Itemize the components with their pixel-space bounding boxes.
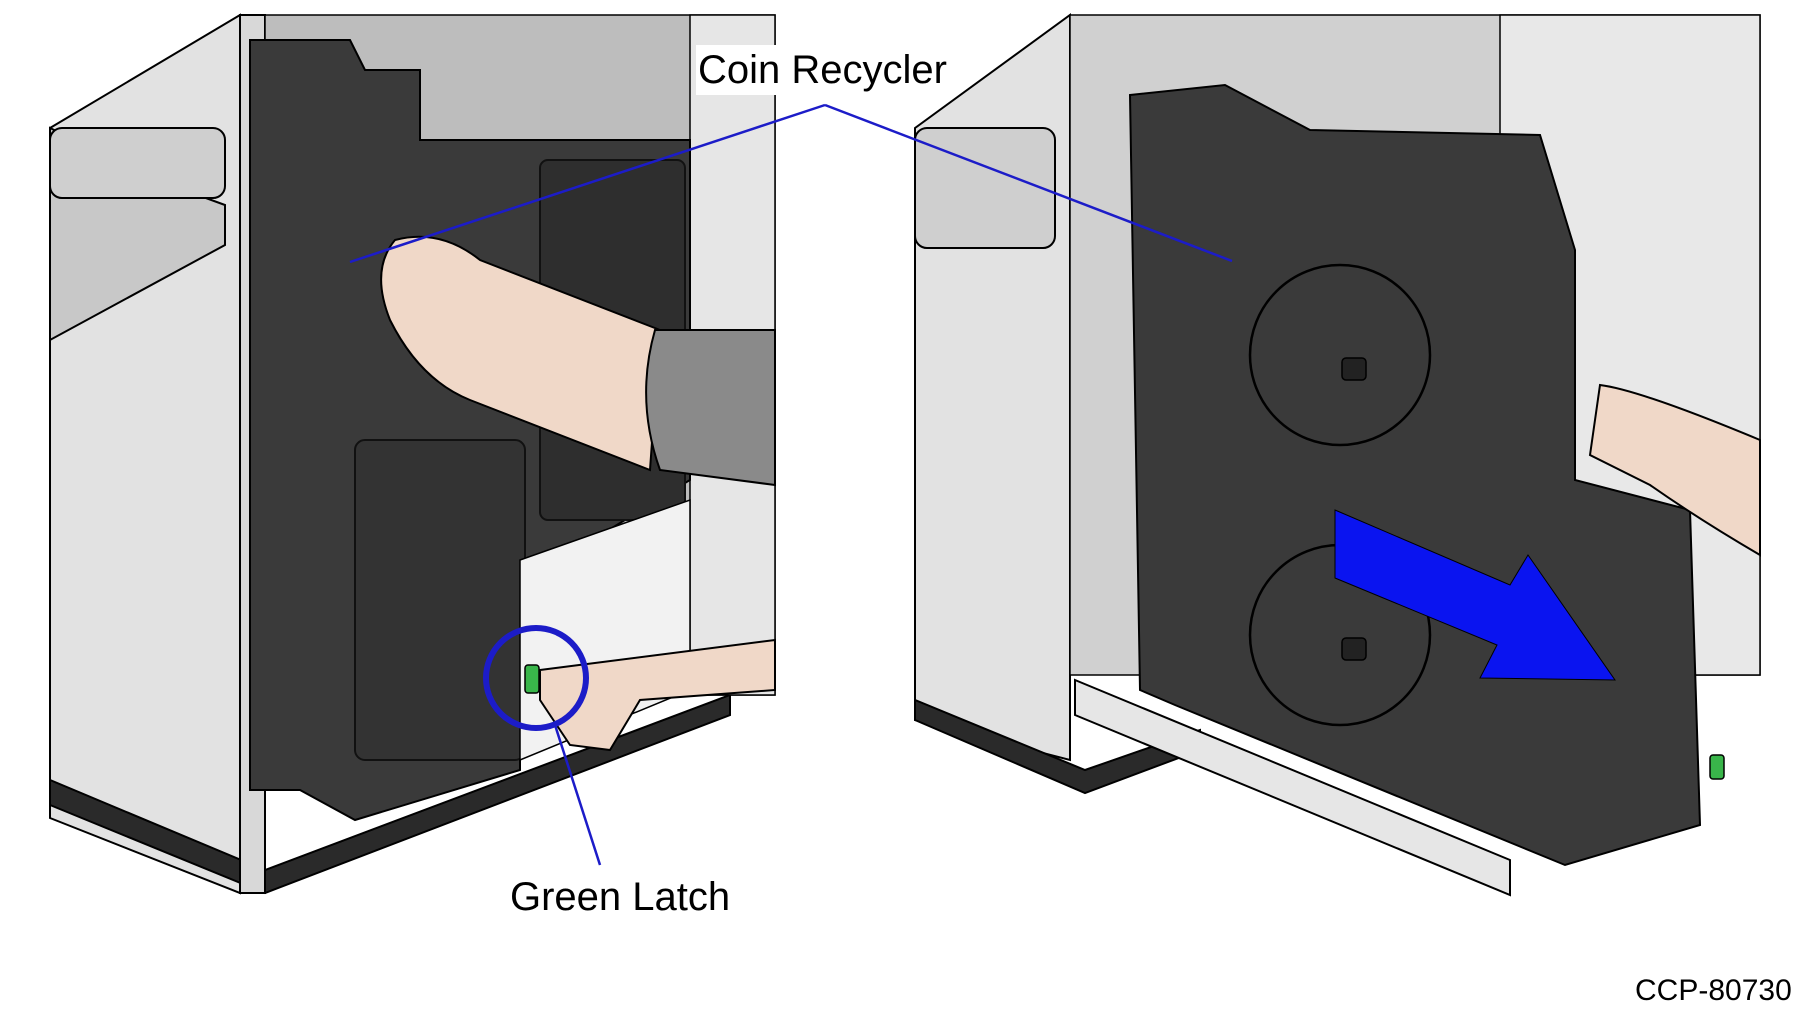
callout-line-coin-recycler-left xyxy=(349,103,826,264)
shelf-top-left xyxy=(49,127,226,199)
hand-right xyxy=(1588,383,1761,557)
callout-coin-recycler: Coin Recycler xyxy=(349,45,1233,264)
hand-lower-left xyxy=(539,638,776,752)
arm-upper-left xyxy=(380,235,662,472)
shelf-top-right xyxy=(914,127,1056,249)
callout-label-green-latch: Green Latch xyxy=(510,875,730,919)
figure-code: CCP-80730 xyxy=(1635,974,1792,1007)
coin-drum-upper xyxy=(1248,263,1432,447)
sleeve-upper-left xyxy=(645,329,776,487)
cabinet-base-right xyxy=(914,698,1201,795)
green-latch xyxy=(524,664,540,694)
right-panel xyxy=(914,13,1761,897)
drum-hub-lower xyxy=(1341,637,1367,661)
callout-line-coin-recycler-right xyxy=(824,103,1233,263)
left-panel xyxy=(49,13,776,895)
arrow-right-down-icon xyxy=(1334,509,1616,681)
drum-hub-upper xyxy=(1341,357,1367,381)
slide-rail-right xyxy=(1074,678,1511,897)
cabinet-side-wall-right xyxy=(914,13,1071,762)
callout-label-bg xyxy=(696,45,956,95)
callout-label-coin-recycler: Coin Recycler xyxy=(698,48,947,92)
green-latch-right xyxy=(1709,754,1725,780)
callout-green-latch: Green Latch xyxy=(510,724,730,919)
circle-highlight-icon xyxy=(483,625,589,731)
callout-line-green-latch xyxy=(553,724,602,866)
